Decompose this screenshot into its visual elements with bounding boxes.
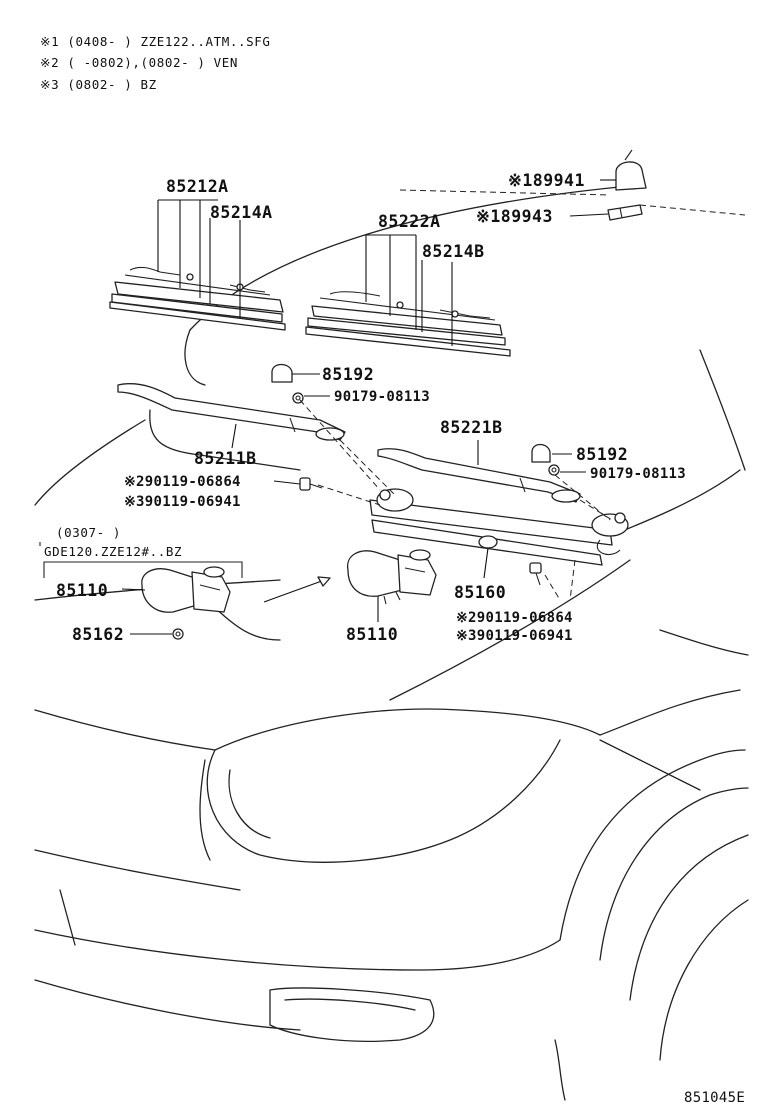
label-90119-06864-left: ※290119-06864: [124, 474, 241, 490]
label-85212A: 85212A: [166, 177, 229, 196]
label-85214B: 85214B: [422, 242, 485, 261]
wiper-blade-front-left: [109, 266, 286, 331]
label-85110-main: 85110: [346, 625, 398, 644]
label-90179-right: 90179-08113: [590, 466, 686, 482]
wiper-motor-variant: [141, 566, 231, 613]
label-90119-06864-right: ※290119-06864: [456, 610, 573, 626]
diagram-id: 851045E: [684, 1090, 745, 1106]
applicability-notes: ※1 (0408- ) ZZE122..ATM..SFG ※2 ( -0802)…: [40, 34, 270, 92]
arrow-to-motor: [263, 577, 331, 603]
wiper-arm-right: [377, 448, 581, 503]
label-85110-inset: 85110: [56, 581, 108, 600]
car-body-outline: [34, 184, 749, 1101]
inset-date: (0307- ): [56, 525, 121, 540]
guide-lines: [299, 399, 613, 601]
note-2: ※2 ( -0802),(0802- ) VEN: [40, 55, 238, 70]
note-1: ※1 (0408- ) ZZE122..ATM..SFG: [40, 34, 270, 49]
note-3: ※3 (0802- ) BZ: [40, 77, 157, 92]
label-85192-right: 85192: [576, 445, 628, 464]
part-85162: [172, 628, 184, 640]
label-89943: ※189943: [476, 207, 553, 226]
part-89943: [607, 204, 643, 221]
inset-models: GDE120.ZZE12#..BZ: [44, 544, 182, 559]
part-labels: 85212A 85214A 85222A 85214B ※189941 ※189…: [56, 171, 686, 644]
wiper-link: [369, 488, 629, 566]
label-90119-06941-left: ※390119-06941: [124, 494, 241, 510]
nut-right: [548, 464, 560, 476]
label-85162: 85162: [72, 625, 124, 644]
pivot-cap-left: [271, 363, 293, 383]
inset-variant: (0307- ) GDE120.ZZE12#..BZ: [39, 525, 331, 640]
label-85221B: 85221B: [440, 418, 503, 437]
label-85192-left: 85192: [322, 365, 374, 384]
label-90179-left: 90179-08113: [334, 389, 430, 405]
label-90119-06941-right: ※390119-06941: [456, 628, 573, 644]
label-85160: 85160: [454, 583, 506, 602]
wiper-motor-main: [347, 549, 437, 605]
label-89941: ※189941: [508, 171, 585, 190]
leader-lines: [121, 179, 616, 635]
bolt-left: [299, 477, 323, 491]
label-85214A: 85214A: [210, 203, 273, 222]
label-85211B: 85211B: [194, 449, 257, 468]
pivot-cap-right: [531, 443, 551, 463]
bolt-right: [529, 562, 542, 586]
wiper-blade-front-right: [305, 291, 511, 357]
part-89941: [615, 149, 647, 191]
label-85222A: 85222A: [378, 212, 441, 231]
